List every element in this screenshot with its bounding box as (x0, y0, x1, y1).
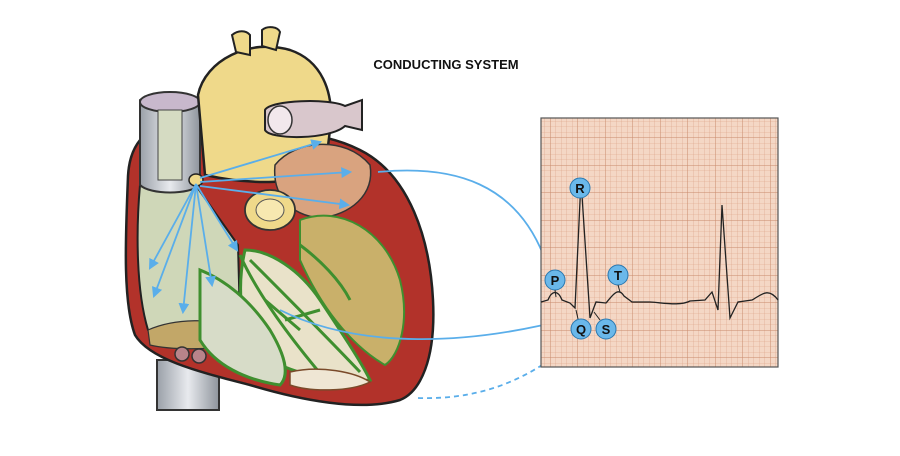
sa-arrow-down-3 (195, 183, 216, 288)
pulmonary-opening (267, 105, 293, 135)
sa-arrow-left (148, 183, 197, 270)
aortic-branch-1 (230, 30, 251, 57)
coronary-vessel-2 (191, 348, 207, 364)
sa-arrow-up-3 (199, 185, 351, 210)
ecg-trace (540, 179, 779, 321)
arrow-to-p-wave (377, 169, 551, 271)
t-pointer (617, 284, 621, 293)
heart-valve-inner (255, 198, 285, 222)
ecg-label-s-circle (595, 318, 617, 340)
conduction-arrows (148, 139, 575, 341)
q-pointer (575, 309, 579, 320)
ecg-label-t-text: T (614, 268, 622, 283)
sa-arrow-up-1 (199, 139, 323, 179)
ecg-label-p: P (544, 269, 566, 291)
ecg-label-r-circle (569, 177, 591, 199)
right-ventricle (198, 267, 287, 387)
sa-arrow-down-2 (178, 183, 197, 315)
ecg-label-q: Q (570, 318, 592, 340)
heart-illustration (124, 26, 435, 411)
arrow-to-qrs (279, 309, 575, 341)
figure-title: CONDUCTING SYSTEM (373, 57, 518, 72)
aortic-branch-2 (261, 26, 282, 52)
ecg-label-q-circle (570, 318, 592, 340)
ecg-label-s: S (595, 318, 617, 340)
ecg-label-t: T (607, 264, 629, 286)
ecg-label-p-text: P (551, 273, 560, 288)
s-pointer (593, 311, 601, 321)
p-pointer (554, 289, 557, 298)
ecg-label-r-text: R (575, 181, 585, 196)
coronary-vessel-1 (174, 346, 190, 362)
svc-inner (157, 109, 183, 181)
sa-arrow-up-2 (199, 167, 353, 183)
ecg-label-s-text: S (602, 322, 611, 337)
apex-tissue (289, 368, 372, 391)
ecg-label-q-text: Q (576, 322, 586, 337)
ecg-label-r: R (569, 177, 591, 199)
vena-cava-opening (139, 91, 201, 113)
sa-arrow-down-1 (151, 183, 197, 299)
sa-arrow-down-4 (195, 183, 239, 252)
ecg-label-pointers (554, 284, 621, 321)
arrow-to-s-dashed (417, 338, 577, 399)
